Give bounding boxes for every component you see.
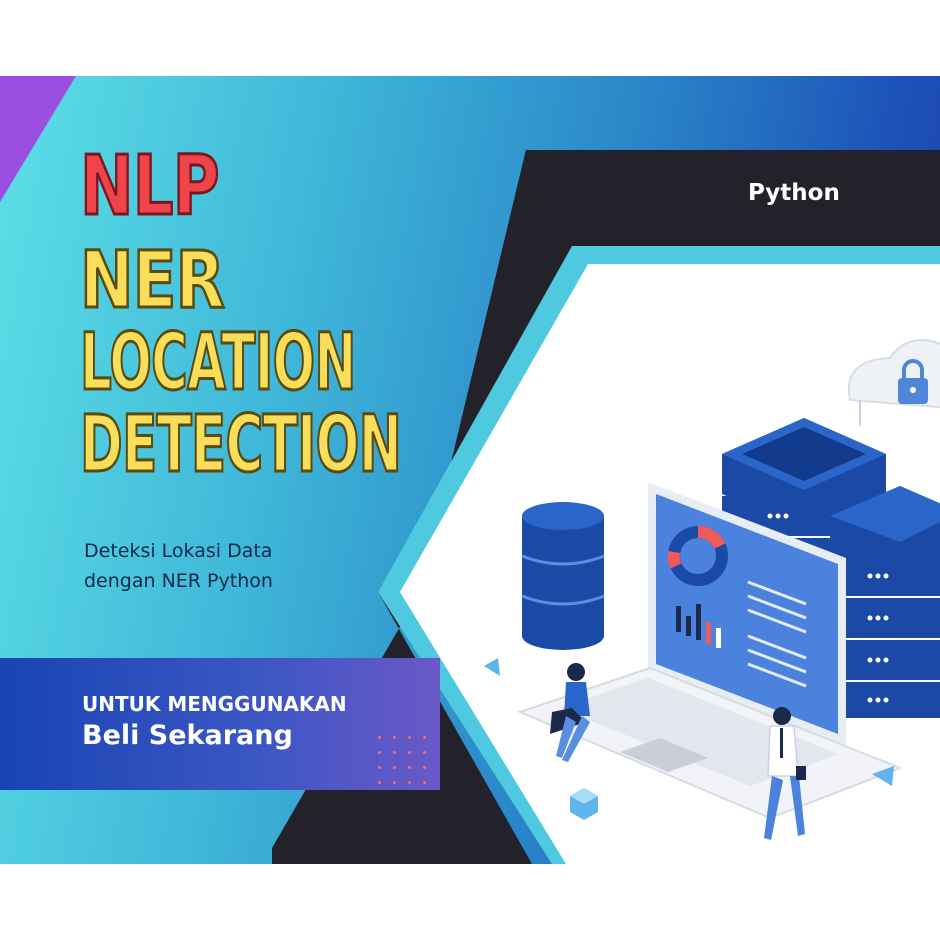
person-icon [764,707,806,840]
title-detection: DETECTION [79,400,403,490]
title-location: LOCATION [79,318,357,408]
title-nlp: NLP [79,139,221,234]
title-ner: NER [79,236,226,326]
dark-panel [272,150,940,864]
corner-accent [0,76,76,202]
promo-banner: NLP NER LOCATION DETECTION Deteksi Lokas… [0,76,940,864]
subtitle-line-2: dengan NER Python [84,570,273,592]
person-icon [550,663,590,762]
cloud-lock-icon [847,339,940,426]
database-icon [521,502,605,650]
subtitle-line-1: Deteksi Lokasi Data [84,540,273,562]
bar-chart-icon [676,604,721,648]
python-tag: Python [748,180,840,206]
cta-caption: UNTUK MENGGUNAKAN [82,692,347,716]
buy-now-button[interactable]: Beli Sekarang [82,720,293,751]
cta-band [0,658,440,790]
donut-chart-icon [667,525,728,586]
subtitle: Deteksi Lokasi Data dengan NER Python [84,536,384,596]
cube-icon [484,658,894,820]
banner-background [0,76,940,864]
dot-pattern [378,736,438,796]
